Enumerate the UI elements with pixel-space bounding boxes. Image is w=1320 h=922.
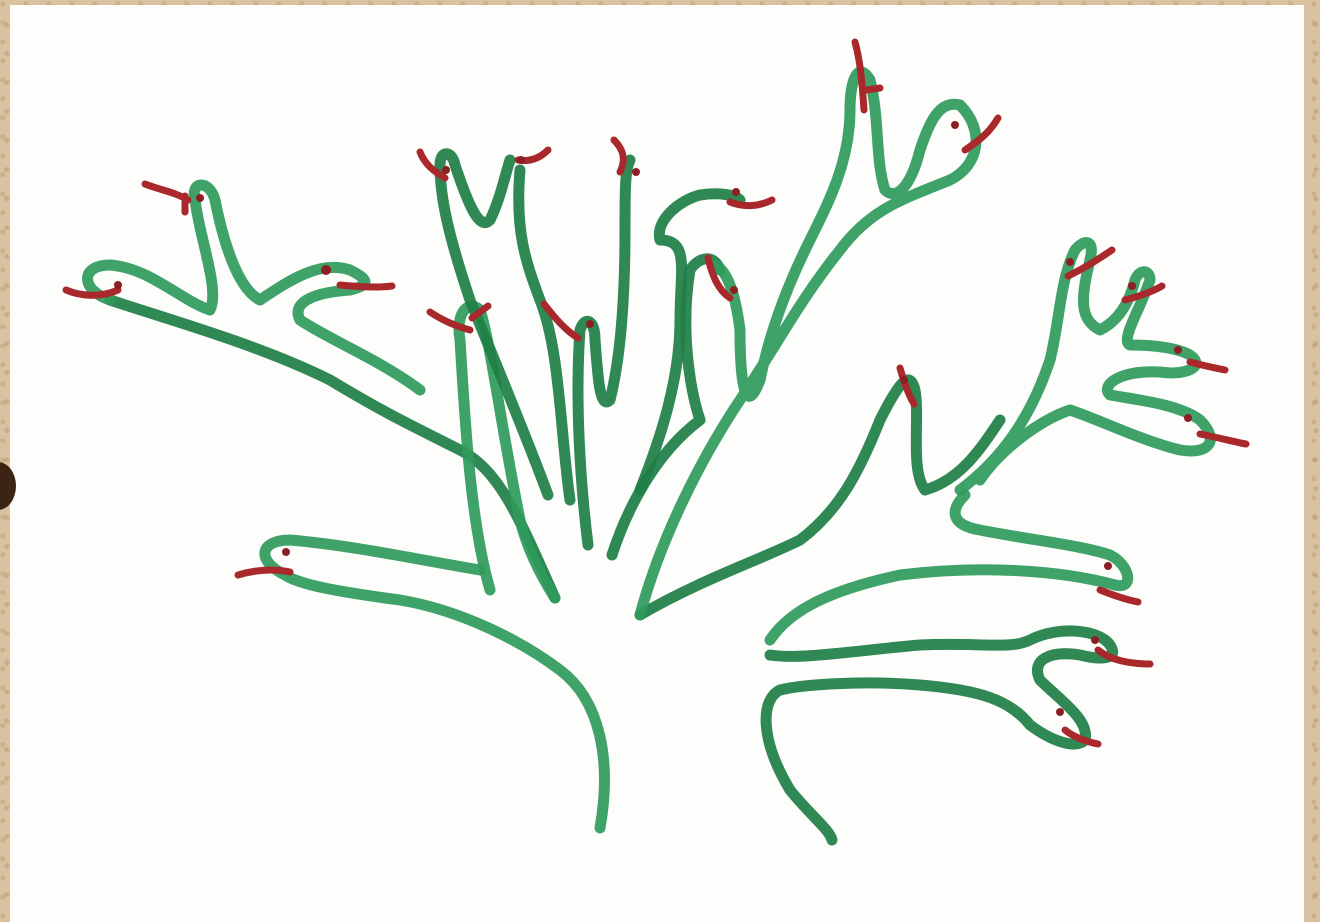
spore-dot <box>951 121 959 129</box>
spore-dot <box>732 188 740 196</box>
stem-right-lower <box>766 631 1113 840</box>
spore-dot <box>442 166 450 174</box>
tip-left-3 <box>340 285 392 287</box>
spore-dot <box>1056 708 1064 716</box>
spore-dot <box>114 281 122 289</box>
spore-dot <box>1104 562 1112 570</box>
spore-dot <box>321 265 331 275</box>
spore-dot <box>586 320 594 328</box>
spore-dot <box>1091 636 1099 644</box>
spore-dot <box>1066 258 1074 266</box>
spore-dot <box>632 168 640 176</box>
spore-dot <box>1184 414 1192 422</box>
tip-center-6 <box>730 200 772 206</box>
stem-right-fan <box>960 243 1210 490</box>
tip-right-8 <box>1100 590 1138 602</box>
tip-center-5 <box>614 140 623 172</box>
spore-dot <box>517 156 525 164</box>
spore-dot <box>900 376 908 384</box>
stem-center-c <box>578 160 630 545</box>
tip-left-2 <box>145 184 188 212</box>
spore-dot <box>1128 282 1136 290</box>
spore-dot <box>730 286 738 294</box>
spore-dot <box>1174 346 1182 354</box>
spore-dot <box>196 194 204 202</box>
spore-dot <box>282 548 290 556</box>
